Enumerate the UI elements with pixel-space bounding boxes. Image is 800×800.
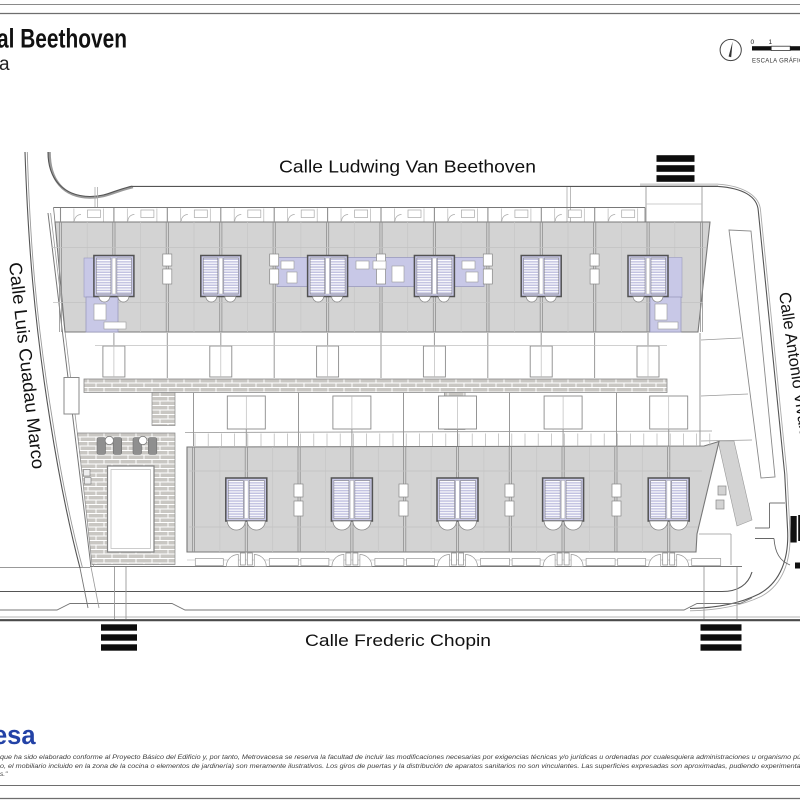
svg-text:0: 0 <box>751 39 755 46</box>
svg-text:s.": s." <box>0 771 8 778</box>
svg-text:Calle Ludwing Van Beethoven: Calle Ludwing Van Beethoven <box>279 157 536 177</box>
svg-text:o, el mobiliario incluido en l: o, el mobiliario incluido en la zona de … <box>0 763 800 770</box>
svg-text:ESCALA GRÁFICA: ESCALA GRÁFICA <box>752 58 800 65</box>
svg-text:esa: esa <box>0 722 36 750</box>
svg-text:1: 1 <box>769 39 773 46</box>
svg-text:Calle Frederic Chopin: Calle Frederic Chopin <box>305 632 491 650</box>
svg-text:a: a <box>0 54 10 75</box>
svg-text:que ha sido elaborado conforme: que ha sido elaborado conforme al Proyec… <box>0 754 800 761</box>
svg-text:al Beethoven: al Beethoven <box>0 24 127 54</box>
